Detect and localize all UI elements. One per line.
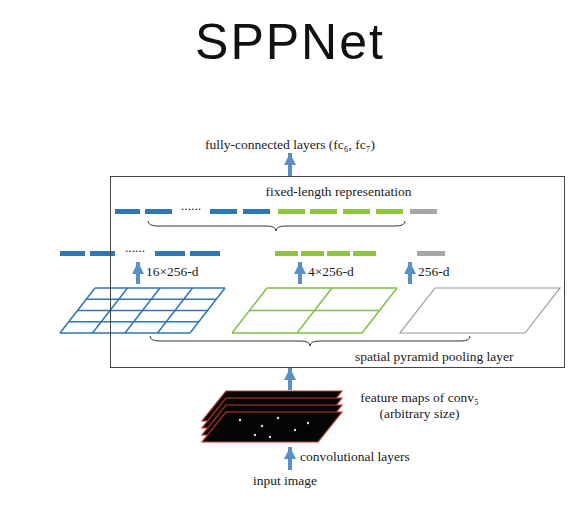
blue-bar [115, 209, 140, 214]
ellipsis: ...... [181, 198, 201, 214]
green-bar [376, 209, 403, 214]
gray-bar [417, 251, 445, 256]
box-caption: spatial pyramid pooling layer [355, 349, 560, 365]
grid-line [267, 287, 397, 289]
pooling-grid-4x4 [60, 288, 225, 333]
green-bar [278, 209, 305, 214]
blue-bar [155, 251, 185, 256]
grid-line [60, 288, 95, 333]
pooling-grid-1x1 [400, 288, 560, 333]
pooled-bars [60, 251, 445, 256]
up-arrow [408, 262, 412, 284]
grid-line [78, 310, 208, 312]
blue-bar [210, 209, 237, 214]
grid-line [232, 332, 362, 334]
grid-line [250, 310, 380, 312]
flow-arrow [288, 368, 292, 390]
green-bar [301, 251, 324, 256]
up-arrow [298, 262, 302, 284]
green-bar [343, 209, 370, 214]
up-arrow [288, 447, 292, 470]
grid-line [158, 288, 193, 333]
activation-spot [254, 434, 256, 436]
activation-spot [239, 419, 241, 421]
green-bar [275, 251, 298, 256]
green-bar [310, 209, 337, 214]
grid-line [125, 288, 160, 333]
activation-spot [261, 425, 263, 427]
up-arrow [136, 262, 140, 284]
blue-bar [60, 251, 85, 256]
fixed-length-bars [115, 209, 437, 214]
grid-line [362, 288, 397, 333]
feature-map-art [200, 390, 345, 445]
grid-line [297, 288, 332, 333]
box-heading: fixed-length representation [111, 184, 566, 200]
feature-map [202, 412, 342, 442]
blue-bar [145, 209, 172, 214]
output-label: fully-connected layers (fc₆, fc₇) [205, 137, 375, 153]
brace [150, 336, 470, 346]
blue-bar [90, 251, 115, 256]
pooling-grid-2x2 [232, 288, 397, 333]
feature-map-stack: feature maps of conv₅ (arbitrary size) [200, 390, 345, 445]
input-label: input image [253, 473, 317, 489]
blue-bar [243, 209, 270, 214]
ellipsis: ...... [125, 240, 145, 256]
blue-bar [190, 251, 220, 256]
activation-spot [269, 436, 271, 438]
green-bar [353, 251, 376, 256]
green-bar [327, 251, 350, 256]
diagram-title: SPPNet [0, 12, 580, 72]
activation-spot [294, 429, 296, 431]
grid-line [69, 321, 199, 323]
up-arrow [288, 153, 292, 176]
grid-line [232, 288, 267, 333]
brace [148, 221, 405, 231]
activation-spot [307, 422, 309, 424]
dimension-label: 4×256-d [308, 264, 354, 280]
grid-line [190, 288, 225, 333]
dimension-label: 256-d [418, 264, 450, 280]
grid-line [86, 299, 216, 301]
activation-spot [277, 417, 279, 419]
step-label: convolutional layers [300, 449, 410, 465]
dimension-label: 16×256-d [146, 264, 199, 280]
grid-line [95, 287, 225, 289]
grid-line [60, 332, 190, 334]
gray-bar [410, 209, 437, 214]
feature-map-label: feature maps of conv₅ (arbitrary size) [352, 390, 487, 422]
